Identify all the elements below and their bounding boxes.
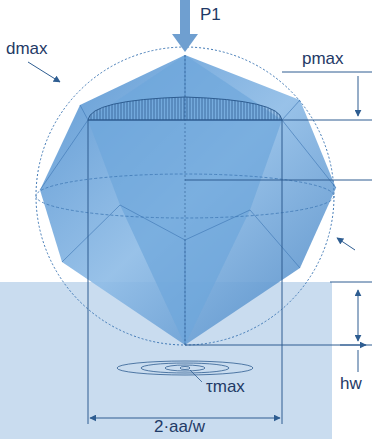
shear-stress-label: τmax <box>204 378 247 397</box>
diameter-label: dmax <box>4 40 50 59</box>
leader-line <box>28 62 60 82</box>
load-arrow <box>172 0 198 52</box>
faceted-grain <box>40 55 336 345</box>
depth-label: hw <box>338 375 364 394</box>
dimension-arrows <box>337 76 366 372</box>
sphere-outline <box>36 47 334 345</box>
load-label: P1 <box>198 6 223 25</box>
pressure-label: pmax <box>300 50 346 69</box>
width-label: 2·aa/w <box>152 418 207 437</box>
guide-lines <box>88 55 372 424</box>
